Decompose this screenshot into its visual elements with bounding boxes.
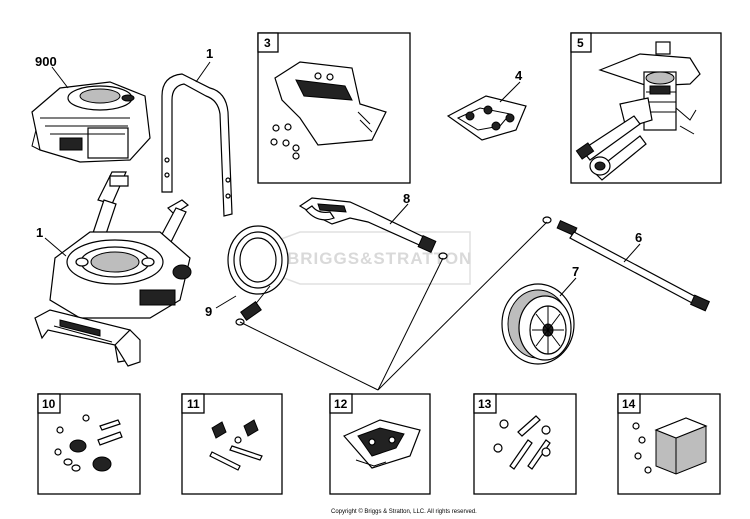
leader-line-8 xyxy=(389,203,409,225)
leader-line-2 xyxy=(195,61,211,83)
box-label-5: 5 xyxy=(577,36,584,50)
box-label-3: 3 xyxy=(264,36,271,50)
frame-illustration[interactable] xyxy=(34,171,192,367)
box-label-10: 10 xyxy=(42,397,56,411)
part-box-5[interactable]: 5 xyxy=(570,32,722,184)
part-box-13[interactable]: 13 xyxy=(473,393,577,495)
spray-gun-illustration[interactable] xyxy=(298,197,448,260)
engine-illustration[interactable] xyxy=(31,81,151,163)
leader-line-900 xyxy=(51,66,69,89)
box-label-12: 12 xyxy=(334,397,348,411)
part-box-3[interactable]: 3 xyxy=(257,32,411,184)
leader-line-4 xyxy=(499,81,521,103)
fitting-bracket-illustration[interactable] xyxy=(446,95,527,141)
part-label-7: 7 xyxy=(572,264,579,279)
part-label-4: 4 xyxy=(515,68,523,83)
seal-callout-lines xyxy=(239,221,548,391)
leader-line-6 xyxy=(623,243,641,263)
part-box-14[interactable]: 14 xyxy=(617,393,721,495)
box-label-13: 13 xyxy=(478,397,492,411)
hose-illustration[interactable] xyxy=(227,225,289,326)
leader-line-1 xyxy=(44,237,67,257)
watermark-text: BRIGGS&STRATTON xyxy=(287,249,472,268)
part-label-8: 8 xyxy=(403,191,410,206)
part-box-11[interactable]: 11 xyxy=(181,393,283,495)
leader-line-9 xyxy=(215,295,237,309)
part-label-6: 6 xyxy=(635,230,642,245)
wheel-illustration[interactable] xyxy=(501,283,575,365)
spray-wand-illustration[interactable] xyxy=(542,216,711,312)
part-label-1: 1 xyxy=(36,225,43,240)
part-box-12[interactable]: 12 xyxy=(329,393,431,495)
copyright-text: Copyright © Briggs & Stratton, LLC. All … xyxy=(331,508,477,515)
brand-watermark: BRIGGS&STRATTON xyxy=(227,231,472,285)
part-box-10[interactable]: 10 xyxy=(37,393,141,495)
handle-illustration[interactable] xyxy=(161,73,233,217)
part-label-9: 9 xyxy=(205,304,212,319)
part-label-2: 1 xyxy=(206,46,213,61)
leader-line-7 xyxy=(559,277,577,297)
part-label-900: 900 xyxy=(35,54,57,69)
box-label-14: 14 xyxy=(622,397,636,411)
box-label-11: 11 xyxy=(187,397,200,411)
